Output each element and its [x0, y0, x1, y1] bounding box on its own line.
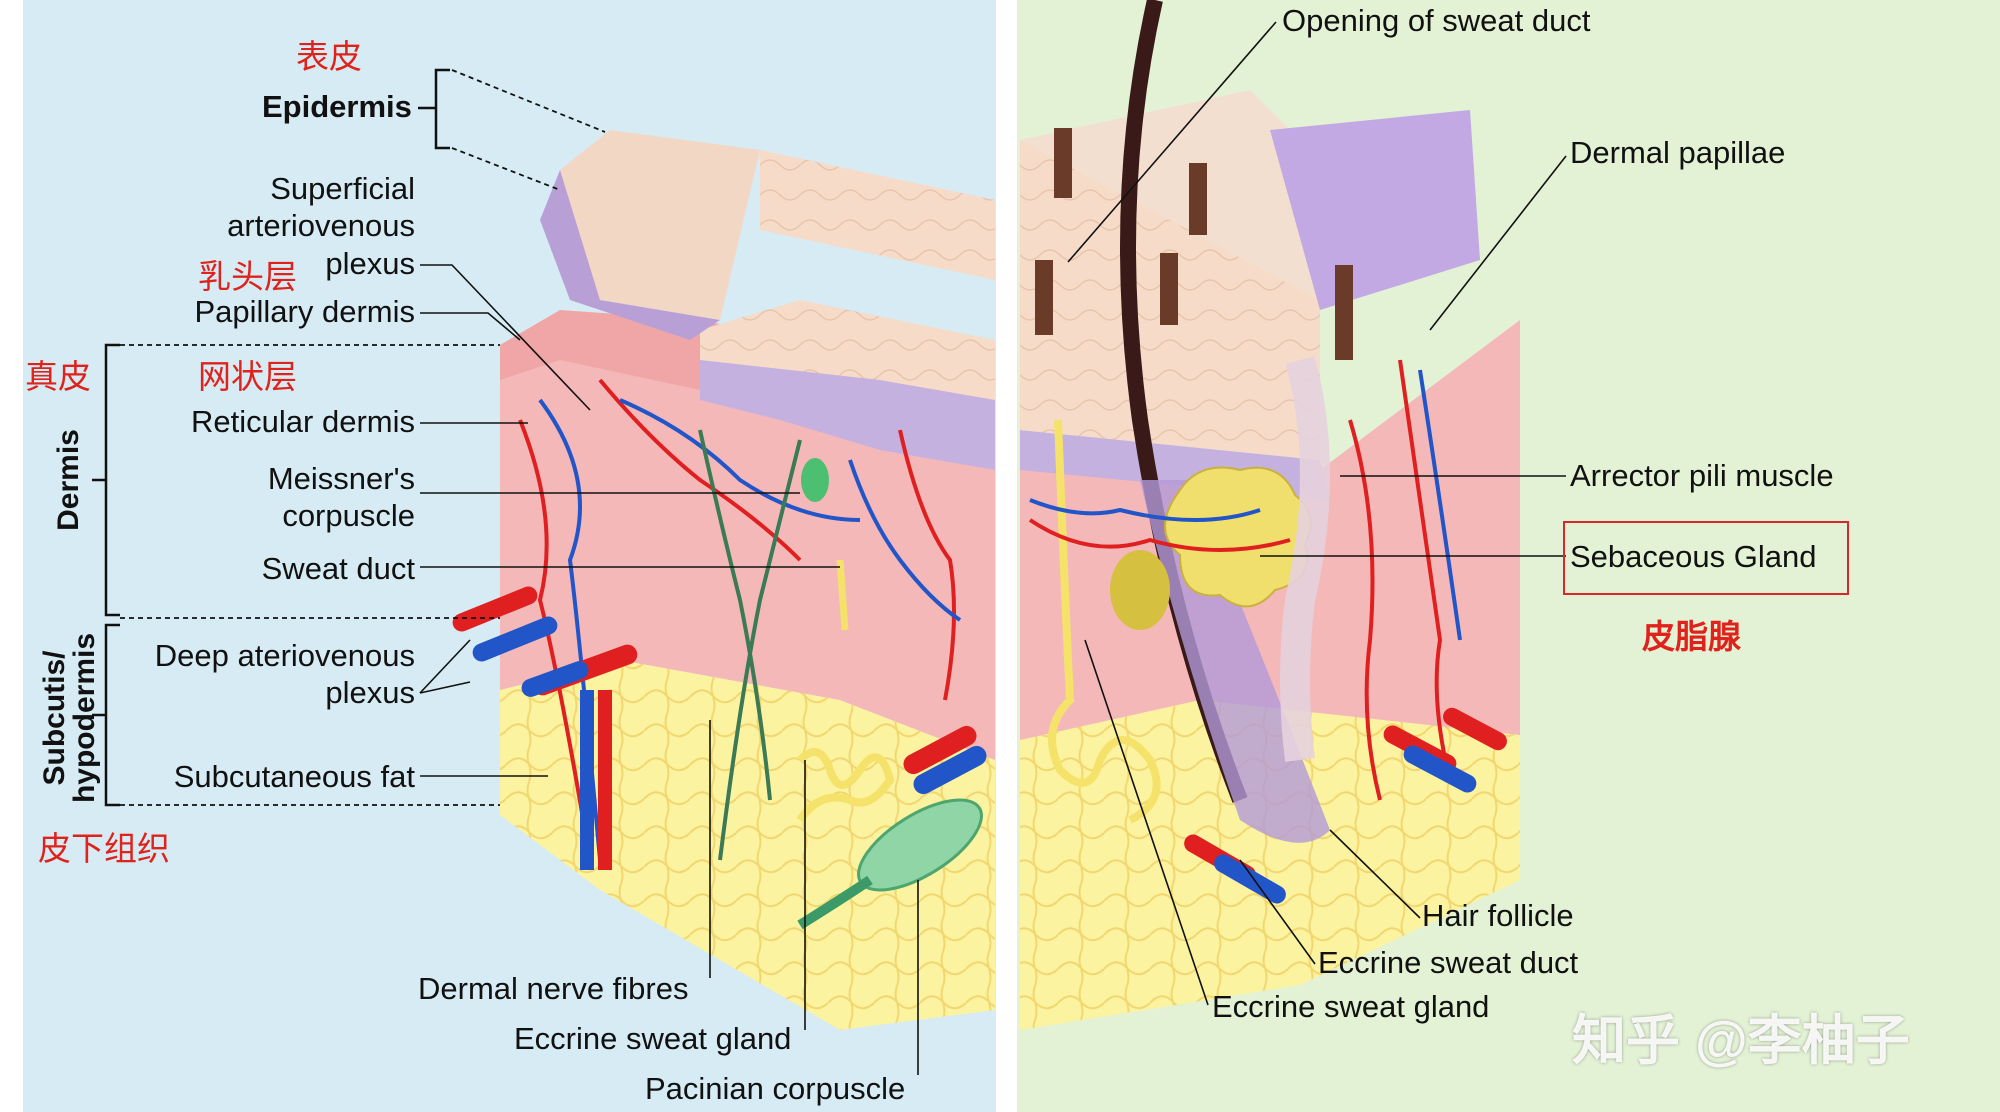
right-epidermis-top	[1020, 90, 1330, 300]
left-flap-purple	[540, 170, 720, 340]
zh-reticular: 网状层	[198, 358, 297, 395]
dermal-nerve-label: Dermal nerve fibres	[418, 971, 689, 1006]
left-deep-plexus-vessels	[452, 586, 987, 870]
opening-sweat-duct-label: Opening of sweat duct	[1282, 3, 1591, 38]
deep-plexus-line1: Deep ateriovenous	[154, 638, 415, 673]
dermis-label: Dermis	[52, 429, 85, 531]
left-vessel-network	[518, 378, 962, 861]
zh-dermis: 真皮	[25, 358, 91, 395]
right-eccrine-shape	[1048, 419, 1161, 824]
left-surface-back	[760, 150, 995, 280]
arrector-pili-label: Arrector pili muscle	[1570, 458, 1834, 493]
superficial-plexus-line3: plexus	[325, 246, 415, 281]
watermark: 知乎 @李柚子	[1572, 1011, 1910, 1071]
eccrine-gland-label-left: Eccrine sweat gland	[514, 1021, 792, 1056]
superficial-plexus-line1: Superficial	[270, 171, 415, 206]
left-eccrine-gland-shape	[796, 748, 895, 823]
subcutaneous-fat-label: Subcutaneous fat	[173, 759, 415, 794]
right-deep-plexus-vessels	[1184, 707, 1507, 904]
right-dermal-papillae-shape	[1270, 110, 1480, 310]
hair-follicle-label: Hair follicle	[1422, 898, 1574, 933]
dermal-papillae-label: Dermal papillae	[1570, 135, 1786, 170]
reticular-dermis-label: Reticular dermis	[191, 404, 415, 439]
left-epidermis-flap	[560, 130, 760, 320]
sweat-duct-label: Sweat duct	[261, 551, 415, 586]
meissner-line2: corpuscle	[282, 498, 415, 533]
right-fat-layer	[1020, 700, 1520, 1030]
right-leader-lines	[1067, 21, 1567, 1006]
meissner-corpuscle-shape	[801, 458, 829, 502]
subcutis-label: Subcutis/ hypodermis	[38, 588, 101, 848]
subcutis-line1: Subcutis/	[38, 650, 71, 786]
left-epidermis-top	[700, 300, 995, 400]
right-skin-block	[1020, 0, 1520, 1030]
zh-epidermis: 表皮	[296, 38, 362, 75]
sebaceous-gland-label: Sebaceous Gland	[1570, 539, 1817, 574]
deep-plexus-line2: plexus	[325, 675, 415, 710]
eccrine-duct-label: Eccrine sweat duct	[1318, 945, 1579, 980]
eccrine-gland-label-right: Eccrine sweat gland	[1212, 989, 1490, 1024]
arrector-pili-shape	[1280, 356, 1330, 762]
right-vessel-network	[1028, 359, 1462, 801]
right-hair-stubs	[1035, 128, 1353, 360]
epidermis-label: Epidermis	[262, 89, 412, 124]
sebaceous-gland-small	[1110, 550, 1170, 630]
left-skin-block	[452, 130, 995, 1030]
papillary-dermis-label: Papillary dermis	[194, 294, 415, 329]
superficial-plexus-line2: arteriovenous	[227, 208, 415, 243]
zh-sebaceous: 皮脂腺	[1642, 618, 1741, 655]
sebaceous-highlight-box	[1563, 521, 1849, 595]
zh-papillary: 乳头层	[198, 258, 297, 295]
pacinian-label: Pacinian corpuscle	[645, 1071, 906, 1106]
left-fat-layer	[500, 660, 995, 1030]
left-brackets	[92, 68, 450, 807]
left-leader-lines	[419, 264, 919, 1075]
subcutis-line2: hypodermis	[68, 632, 101, 804]
left-dotted-lines	[120, 69, 606, 806]
left-sweat-duct-shape	[836, 559, 849, 631]
zh-subcutis: 皮下组织	[38, 830, 170, 867]
meissner-line1: Meissner's	[267, 461, 415, 496]
